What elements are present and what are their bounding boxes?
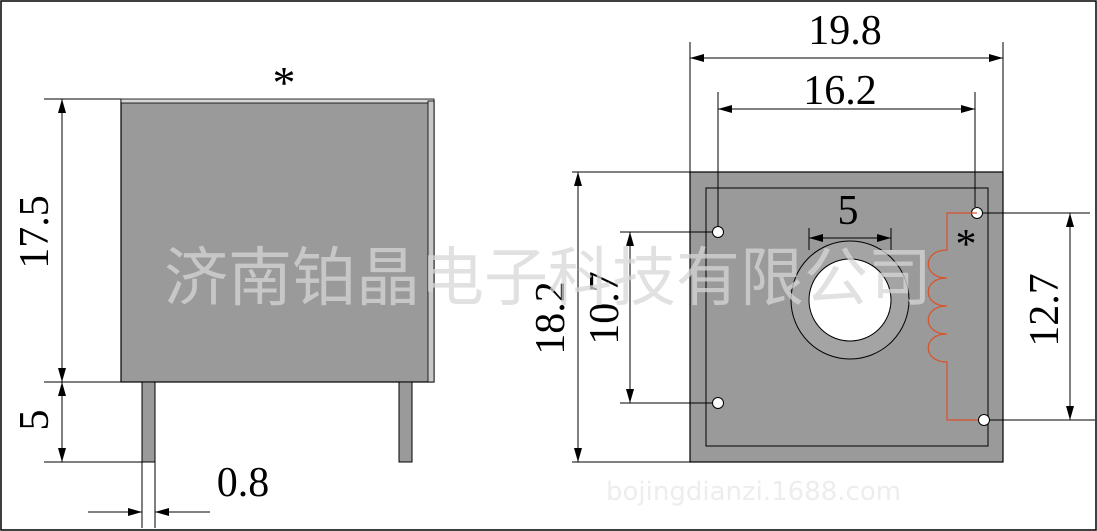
left-pin: [141, 381, 156, 463]
dim-label-overall-width: 19.8: [808, 8, 882, 54]
pin-top-left: [712, 226, 724, 238]
top-body-inner-outline: [705, 187, 989, 447]
company-watermark: 济南铂晶电子科技有限公司: [164, 242, 932, 316]
pin-bottom-left: [712, 397, 724, 409]
center-hole: [808, 258, 892, 342]
coil-winding: [927, 212, 978, 421]
top-polarity-mark: *: [956, 222, 977, 268]
footer-watermark: bojingdianzi.1688.com: [606, 477, 901, 507]
side-polarity-mark: *: [273, 57, 296, 108]
dim-label-pin-pitch-width: 16.2: [803, 68, 877, 114]
side-view: * 17.5 5 0.8: [12, 57, 435, 528]
dim-label-pin-length: 5: [12, 410, 58, 431]
dim-label-pin-width: 0.8: [217, 460, 270, 506]
dim-label-right-pin-spacing: 12.7: [1022, 273, 1068, 347]
dim-label-hole: 5: [838, 188, 859, 234]
dim-label-height: 17.5: [12, 195, 58, 269]
dim-label-left-pin-spacing: 10.7: [582, 271, 628, 345]
pin-bottom-right: [978, 414, 990, 426]
right-pin: [398, 381, 413, 463]
side-body-right-edge: [427, 100, 435, 383]
dim-label-overall-height: 18.2: [528, 281, 574, 355]
top-view: 19.8 16.2 5 * 18.2 10.7 12.7: [528, 8, 1095, 463]
